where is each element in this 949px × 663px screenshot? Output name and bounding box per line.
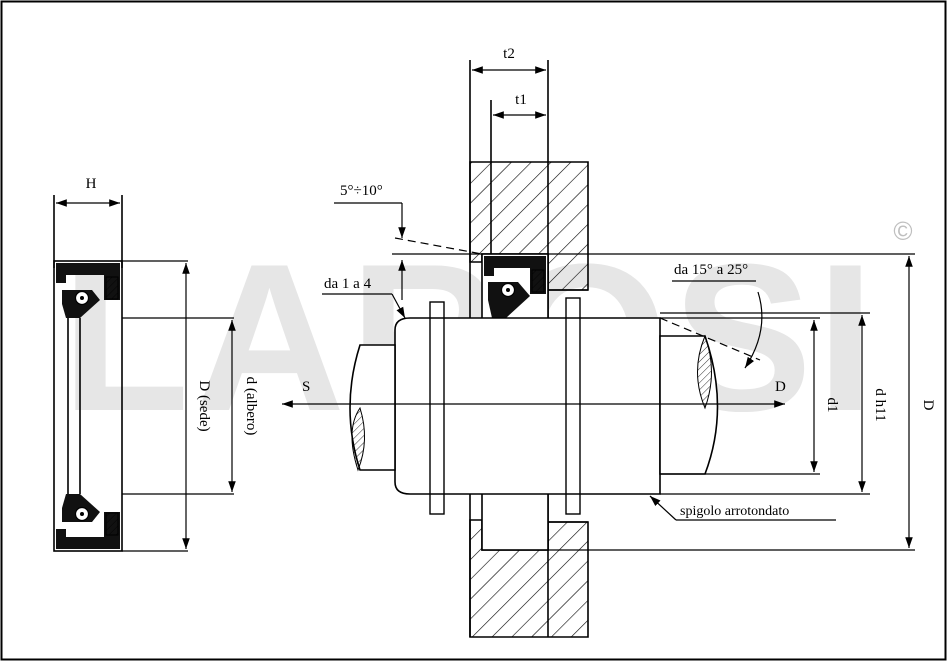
label-lead-angle: da 15° a 25° — [674, 262, 748, 278]
label-t2: t2 — [503, 46, 515, 62]
lead-angle-annotation — [659, 280, 763, 369]
label-D-direction: D — [775, 379, 786, 395]
label-D-sede: D (sede) — [196, 380, 212, 431]
label-D-right: D — [920, 400, 936, 411]
seal-upper-profile — [56, 263, 120, 318]
label-d-albero: d (albero) — [243, 377, 259, 436]
retaining-lines — [429, 289, 588, 523]
right-dimensions — [548, 253, 915, 551]
watermark-registered-symbol: © — [893, 216, 912, 246]
installed-seal-upper — [484, 256, 546, 318]
label-dh11: d h11 — [872, 388, 888, 421]
radius-annotation — [322, 293, 406, 319]
label-spigolo-arrotondato: spigolo arrotondato — [680, 504, 789, 519]
label-S: S — [302, 379, 310, 395]
rounded-edge-annotation — [649, 495, 836, 521]
shaft-break-right — [697, 334, 712, 410]
label-H: H — [86, 176, 97, 192]
shaft — [349, 317, 719, 495]
label-chamfer-angle: 5°÷10° — [340, 183, 383, 199]
label-da-1-a-4: da 1 a 4 — [324, 276, 372, 292]
seal-section-view — [53, 195, 234, 552]
label-t1: t1 — [515, 92, 527, 108]
chamfer-angle-annotation — [334, 202, 483, 300]
label-d1: d1 — [824, 398, 840, 413]
seal-lower-profile — [56, 494, 120, 549]
shaft-break-left — [351, 406, 366, 472]
